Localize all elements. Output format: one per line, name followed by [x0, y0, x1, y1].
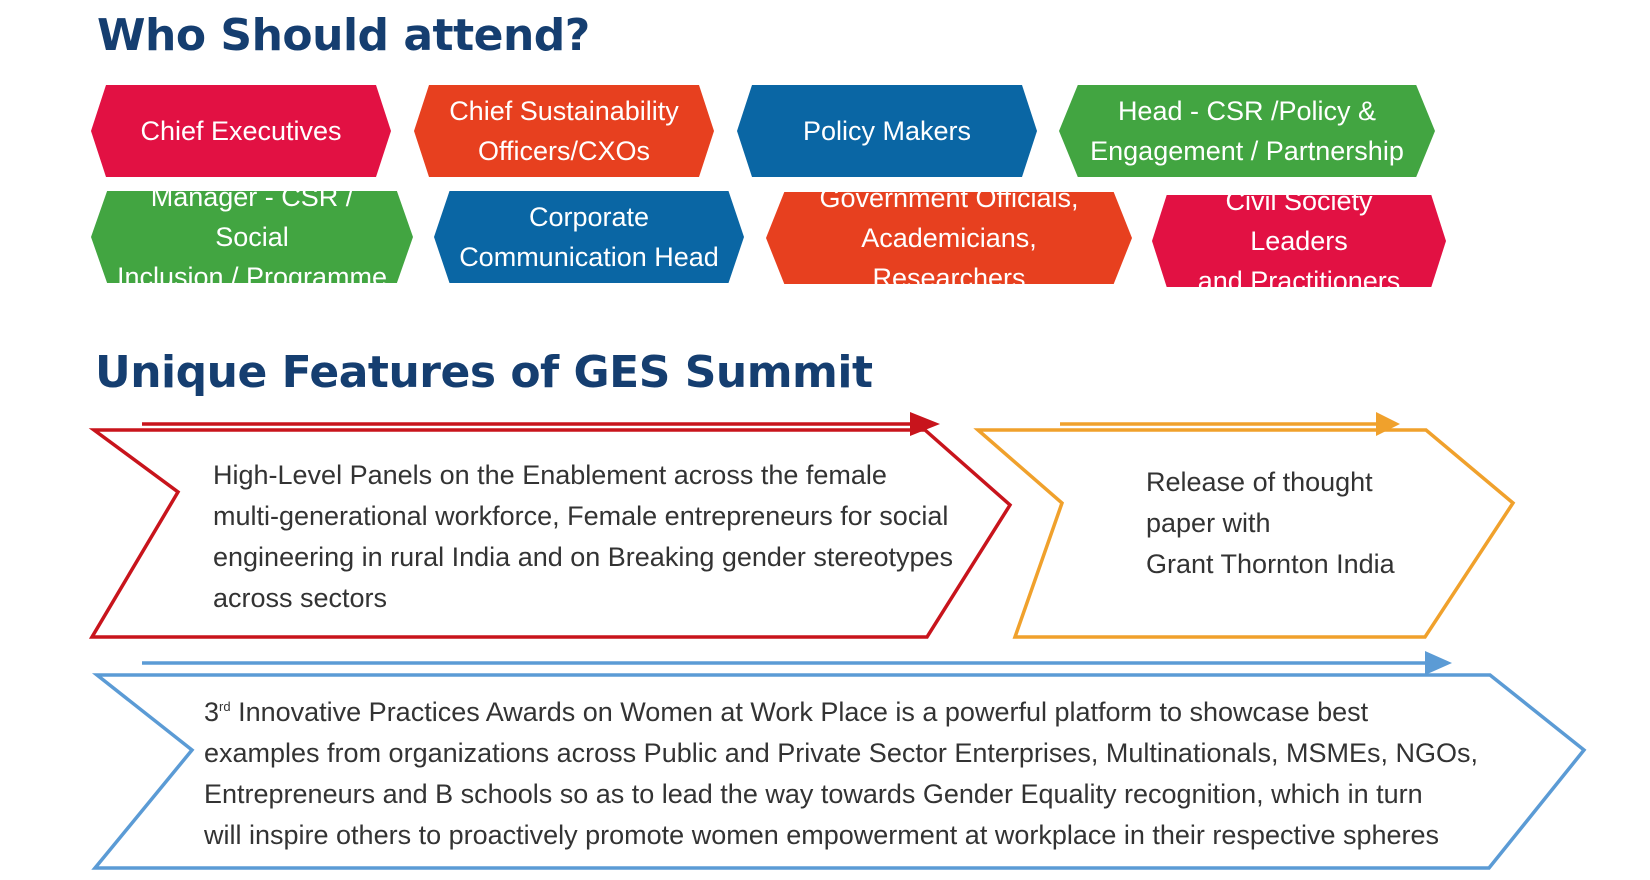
attendee-label-line1: Manager - CSR / Social	[150, 182, 354, 252]
awards-line: Entrepreneurs and B schools so as to lea…	[204, 779, 1423, 809]
attendee-label: Policy Makers	[802, 116, 972, 146]
attendee-chief-sustainability-officers: Chief Sustainability Officers/CXOs	[414, 85, 714, 177]
who-should-attend-heading: Who Should attend?	[97, 10, 590, 61]
awards-ordinal-number: 3	[204, 697, 220, 727]
attendee-label-line2: Inclusion / Programme	[116, 262, 388, 292]
release-line: paper with	[1146, 508, 1271, 538]
attendee-label-line1: Government Officials,	[819, 183, 1079, 213]
attendee-label: Chief Executives	[140, 116, 342, 146]
panels-line: across sectors	[213, 583, 388, 613]
awards-arrow-head	[1425, 651, 1452, 675]
release-line: Grant Thornton India	[1146, 549, 1395, 579]
awards-line: examples from organizations across Publi…	[204, 738, 1478, 768]
attendee-head-csr-policy: Head - CSR /Policy & Engagement / Partne…	[1059, 85, 1435, 177]
panels-arrow-head	[910, 412, 940, 436]
unique-features-heading: Unique Features of GES Summit	[95, 347, 873, 398]
attendee-policy-makers: Policy Makers	[737, 85, 1037, 177]
awards-line1-text: Innovative Practices Awards on Women at …	[230, 697, 1369, 727]
attendee-manager-csr: Manager - CSR / Social Inclusion / Progr…	[91, 191, 413, 283]
attendee-label-line1: Corporate	[528, 202, 650, 232]
attendee-label-line2: Engagement / Partnership	[1090, 136, 1404, 166]
attendee-label-line2: Academicians, Researchers	[861, 223, 1037, 293]
release-line: Release of thought	[1146, 467, 1373, 497]
awards-chevron-outline	[91, 673, 1587, 870]
attendee-label-line2: and Practitioners	[1197, 266, 1401, 296]
attendee-chief-executives: Chief Executives	[91, 85, 391, 177]
attendee-government-officials: Government Officials, Academicians, Rese…	[766, 192, 1132, 284]
panels-feature-text: High-Level Panels on the Enablement acro…	[213, 455, 953, 619]
panels-line: multi-generational workforce, Female ent…	[213, 501, 949, 531]
release-feature-text: Release of thought paper with Grant Thor…	[1146, 462, 1395, 585]
attendee-label-line2: Communication Head	[459, 242, 719, 272]
awards-feature-text: 3rd Innovative Practices Awards on Women…	[204, 692, 1478, 856]
panels-line: High-Level Panels on the Enablement acro…	[213, 460, 887, 490]
attendee-label-line2: Officers/CXOs	[477, 136, 651, 166]
release-chevron-outline	[973, 428, 1516, 639]
awards-ordinal-suffix: rd	[219, 699, 231, 714]
release-arrow-head	[1376, 412, 1400, 436]
attendee-civil-society-leaders: Civil Society Leaders and Practitioners	[1152, 195, 1446, 287]
panels-line: engineering in rural India and on Breaki…	[213, 542, 953, 572]
awards-line: 3rd Innovative Practices Awards on Women…	[204, 692, 1478, 733]
awards-line: will inspire others to proactively promo…	[204, 820, 1440, 850]
attendee-label-line1: Head - CSR /Policy &	[1117, 96, 1377, 126]
attendee-label-line1: Civil Society Leaders	[1225, 186, 1373, 256]
attendee-label-line1: Chief Sustainability	[449, 96, 679, 126]
attendee-corporate-communication-head: Corporate Communication Head	[434, 191, 744, 283]
